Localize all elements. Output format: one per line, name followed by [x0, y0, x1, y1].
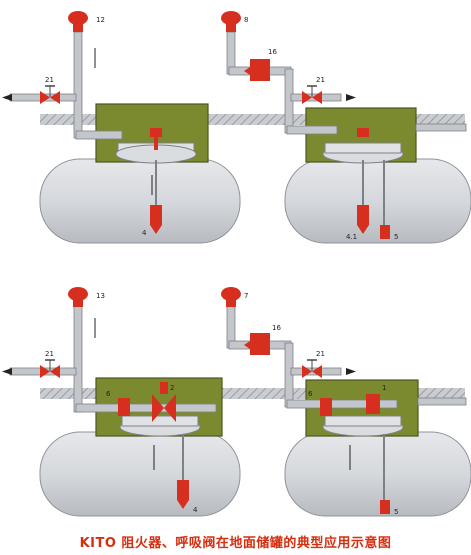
foot-valve: [357, 205, 369, 225]
riser-pipe: [154, 136, 158, 150]
top-left-installation: 12 21 4: [2, 11, 241, 244]
shutoff-valve-b: [312, 365, 322, 378]
manway-cover: [121, 415, 199, 427]
label-pump-valve: 5: [394, 508, 398, 516]
label-pump-valve: 5: [394, 233, 398, 241]
outlet-pipe-right: [415, 123, 467, 132]
valve-2-top: [160, 382, 168, 394]
flange-valve: [357, 128, 369, 137]
manway-cover: [324, 415, 402, 427]
inline-valve-arrow: [244, 341, 250, 349]
label-shutoff-valve: 21: [316, 76, 325, 84]
inline-valve: [250, 333, 270, 355]
label-vent-valve: 7: [244, 292, 248, 300]
shutoff-valve-b: [50, 365, 60, 378]
manway-cover: [324, 142, 402, 154]
tank-body: [39, 431, 241, 517]
bottom-left-installation: 13 21 6 2 4: [2, 287, 241, 517]
inline-valve: [250, 59, 270, 81]
vent-valve-cap: [221, 11, 241, 25]
foot-valve: [177, 480, 189, 500]
vent-pipe-horizontal: [75, 403, 217, 413]
shutoff-valve: [302, 365, 312, 378]
pump-valve: [380, 500, 390, 514]
label-valve-6: 6: [308, 390, 313, 398]
label-flame-arrester: 12: [96, 16, 105, 24]
foot-valve-tip: [150, 225, 162, 234]
outlet-pipe-right: [417, 397, 467, 406]
flame-arrester-body: [73, 297, 83, 307]
flame-arrester-body: [73, 22, 83, 32]
tank-body: [284, 158, 471, 244]
flange-valve: [150, 128, 162, 137]
valve-2-body: [152, 394, 164, 422]
pump-valve: [380, 225, 390, 239]
valve-2-body-b: [164, 394, 176, 422]
top-right-installation: 8 16 21 4.1 5: [221, 11, 471, 244]
tank-body: [284, 431, 471, 517]
label-inner-valve-1: 1: [382, 384, 386, 392]
bottom-right-installation: 7 16 21 6 1 5: [221, 287, 471, 517]
check-valve-6: [118, 398, 130, 416]
label-shutoff-valve: 21: [316, 350, 325, 358]
vent-pipe-horizontal: [75, 130, 123, 140]
flame-arrester-cap: [68, 11, 88, 25]
label-inline-valve: 16: [268, 48, 277, 56]
shutoff-valve-b: [50, 91, 60, 104]
inner-valve-1: [366, 394, 380, 414]
vent-valve-body: [226, 297, 236, 307]
label-vent-valve: 8: [244, 16, 248, 24]
shutoff-valve: [40, 365, 50, 378]
label-foot-valve: 4: [193, 506, 198, 514]
vent-pipe: [73, 305, 83, 413]
tank-body: [39, 158, 241, 244]
inline-valve-arrow: [244, 67, 250, 75]
shutoff-valve-b: [312, 91, 322, 104]
diagram-caption: KITO 阻火器、呼吸阀在地面储罐的典型应用示意图: [79, 536, 392, 551]
label-shutoff-valve: 21: [45, 350, 54, 358]
flow-arrow: [2, 368, 12, 375]
label-foot-valve: 4.1: [346, 233, 357, 241]
label-valve-6: 6: [106, 390, 111, 398]
shutoff-valve: [302, 91, 312, 104]
foot-valve-tip: [177, 500, 189, 509]
label-valve-2: 2: [170, 384, 174, 392]
flow-arrow: [346, 368, 356, 375]
shutoff-valve: [40, 91, 50, 104]
label-flame-arrester: 13: [96, 292, 105, 300]
label-inline-valve: 16: [272, 324, 281, 332]
vent-pipe-into-chamber: [286, 125, 338, 135]
check-valve-6: [320, 398, 332, 416]
vent-valve-body: [226, 22, 236, 32]
foot-valve-tip: [357, 225, 369, 234]
vent-pipe: [73, 31, 83, 139]
flow-arrow: [346, 94, 356, 101]
foot-valve: [150, 205, 162, 225]
flow-arrow: [2, 94, 12, 101]
label-shutoff-valve: 21: [45, 76, 54, 84]
label-foot-valve: 4: [142, 229, 147, 237]
vent-pipe-into-chamber: [286, 399, 398, 409]
